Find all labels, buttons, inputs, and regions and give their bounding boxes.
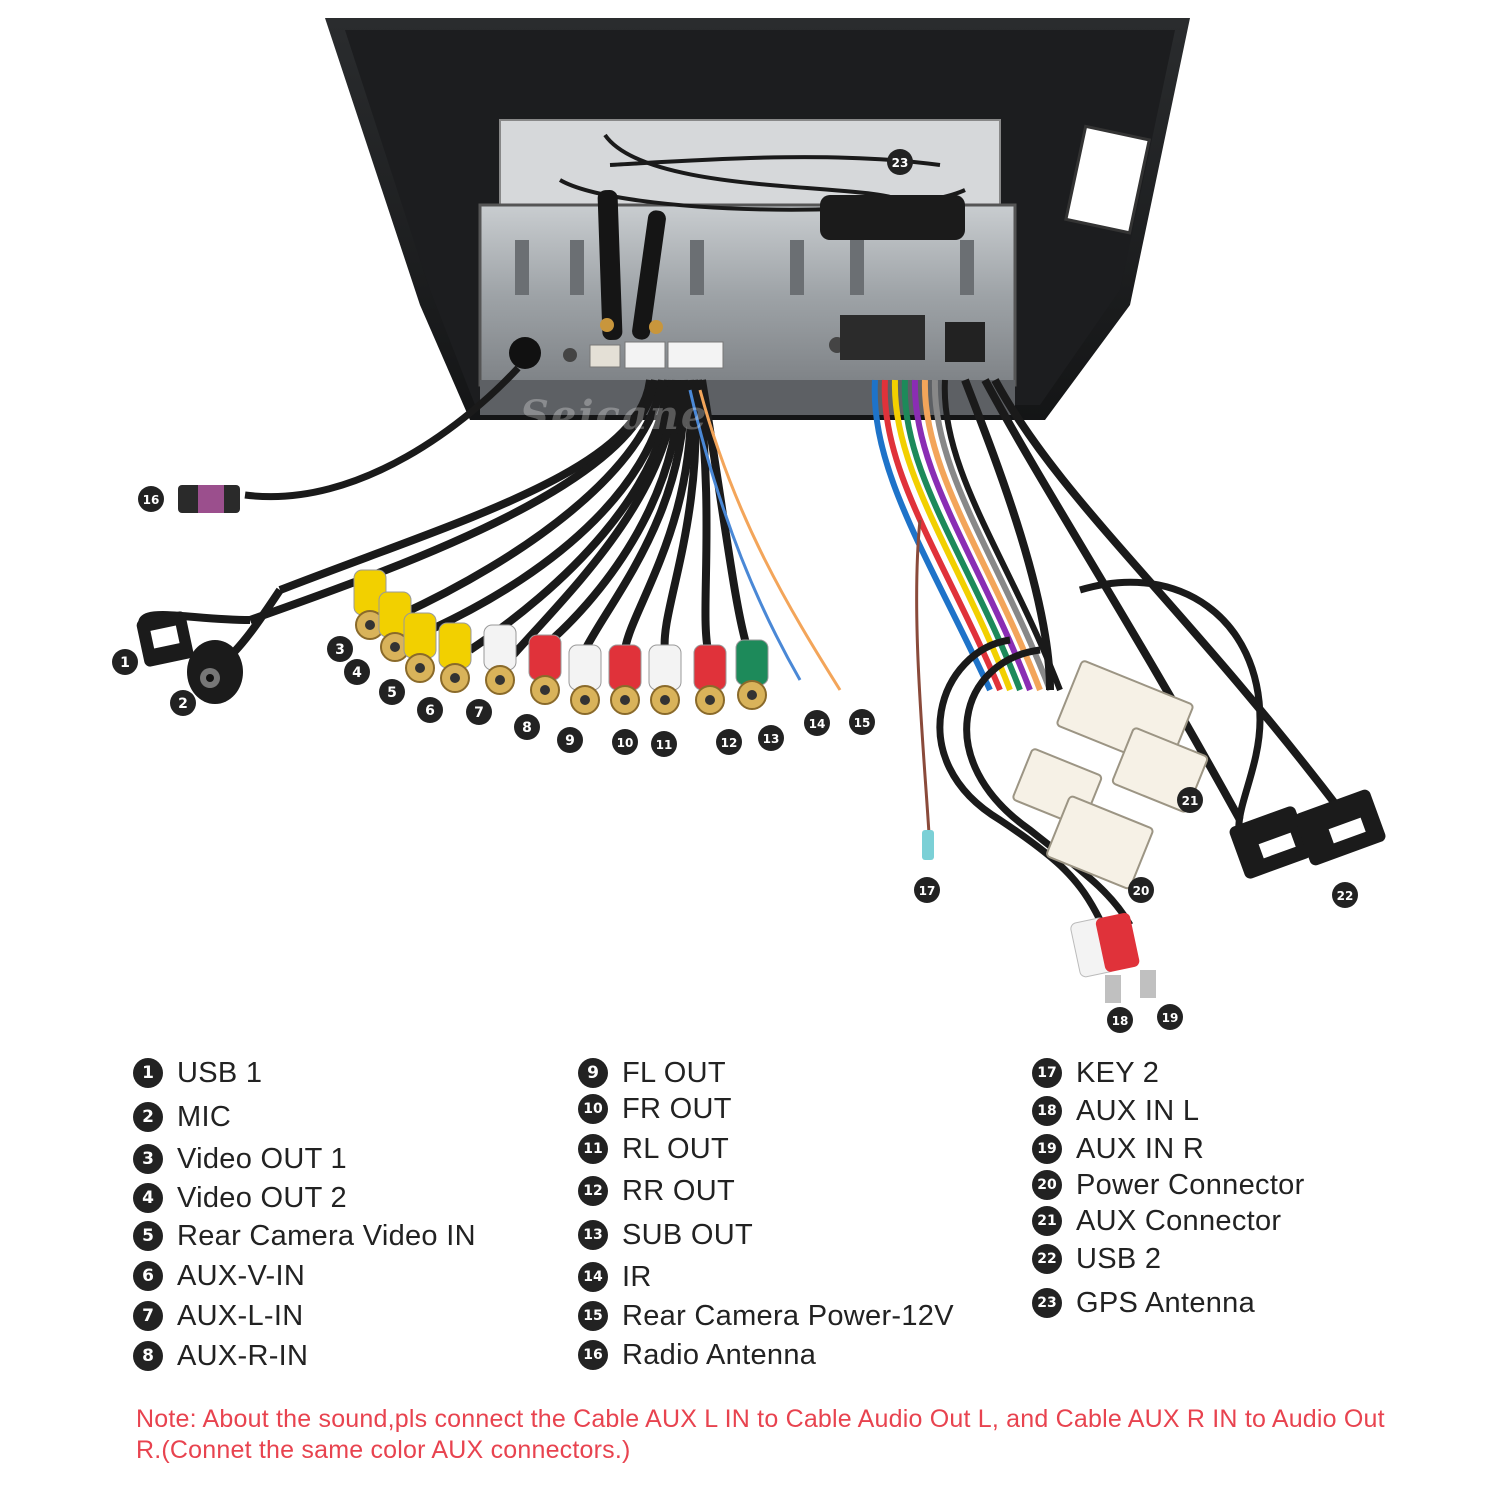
wiring-note: Note: About the sound,pls connect the Ca… <box>136 1405 1385 1464</box>
callout-number: 7 <box>474 705 484 721</box>
callout-number: 20 <box>1133 884 1150 898</box>
callout-number: 14 <box>809 717 826 731</box>
power-connectors <box>1012 660 1209 890</box>
callout-number: 2 <box>178 696 188 712</box>
callout-badge: 21 <box>1177 787 1203 813</box>
callout-number: 22 <box>1337 889 1354 903</box>
head-unit <box>325 18 1190 420</box>
callout-badge: 13 <box>758 725 784 751</box>
rca-plug <box>438 622 472 693</box>
callout-number: 13 <box>763 732 780 746</box>
power-harness <box>871 378 1344 927</box>
callout-badge: 6 <box>417 697 443 723</box>
callout-number: 9 <box>565 733 575 749</box>
callout-badge: 3 <box>327 636 353 662</box>
gps-antenna <box>558 133 966 240</box>
callout-badge: 10 <box>612 729 638 755</box>
callout-number: 12 <box>721 736 738 750</box>
callout-badge: 12 <box>716 729 742 755</box>
callout-number: 18 <box>1112 1014 1129 1028</box>
callout-number: 17 <box>919 884 936 898</box>
rca-plug <box>568 644 602 715</box>
callout-badge: 7 <box>466 699 492 725</box>
callout-number: 23 <box>892 156 909 170</box>
callout-number: 11 <box>656 738 673 752</box>
callout-badge: 11 <box>651 731 677 757</box>
callout-badge: 4 <box>344 659 370 685</box>
rca-plug <box>648 644 682 715</box>
radio-antenna-cable <box>178 365 521 513</box>
callout-number: 21 <box>1182 794 1199 808</box>
rca-plug <box>693 644 727 715</box>
callout-badge: 19 <box>1157 1004 1183 1030</box>
aux-in-plugs <box>1070 912 1156 1003</box>
bezel-vent <box>1064 124 1152 235</box>
callout-badge: 1 <box>112 649 138 675</box>
usb1-connector <box>136 611 194 667</box>
callout-badge: 8 <box>514 714 540 740</box>
rca-plug <box>735 639 769 710</box>
callout-badge: 15 <box>849 709 875 735</box>
callout-number: 8 <box>522 720 532 736</box>
callout-number: 6 <box>425 703 435 719</box>
callout-number: 1 <box>120 655 130 671</box>
usb2-connectors <box>1229 789 1386 879</box>
rca-plug <box>608 644 642 715</box>
rca-plug <box>378 591 412 662</box>
watermark: Seicane <box>520 392 709 439</box>
callout-number: 15 <box>854 716 871 730</box>
wifi-antenna <box>597 189 666 341</box>
callout-number: 3 <box>335 642 345 658</box>
callout-badge: 16 <box>138 486 164 512</box>
rca-plug <box>528 634 562 705</box>
thin-wires <box>688 389 842 691</box>
callout-badge: 2 <box>170 690 196 716</box>
mic-connector <box>187 640 243 704</box>
rca-plug <box>403 612 437 683</box>
callout-badge: 22 <box>1332 882 1358 908</box>
key2-wire-tip <box>922 830 934 860</box>
callout-badge: 9 <box>557 727 583 753</box>
callout-badge: 20 <box>1128 877 1154 903</box>
callout-badge: 14 <box>804 710 830 736</box>
callout-number: 10 <box>617 736 634 750</box>
callout-badge: 23 <box>887 149 913 175</box>
callout-number: 5 <box>387 685 397 701</box>
callout-badge: 18 <box>1107 1007 1133 1033</box>
rca-plug <box>483 624 517 695</box>
callout-number: 19 <box>1162 1011 1179 1025</box>
callout-number: 16 <box>143 493 160 507</box>
callout-number: 4 <box>352 665 362 681</box>
rca-connectors <box>353 569 769 715</box>
rca-plug <box>353 569 387 640</box>
callout-badge: 5 <box>379 679 405 705</box>
callout-badge: 17 <box>914 877 940 903</box>
